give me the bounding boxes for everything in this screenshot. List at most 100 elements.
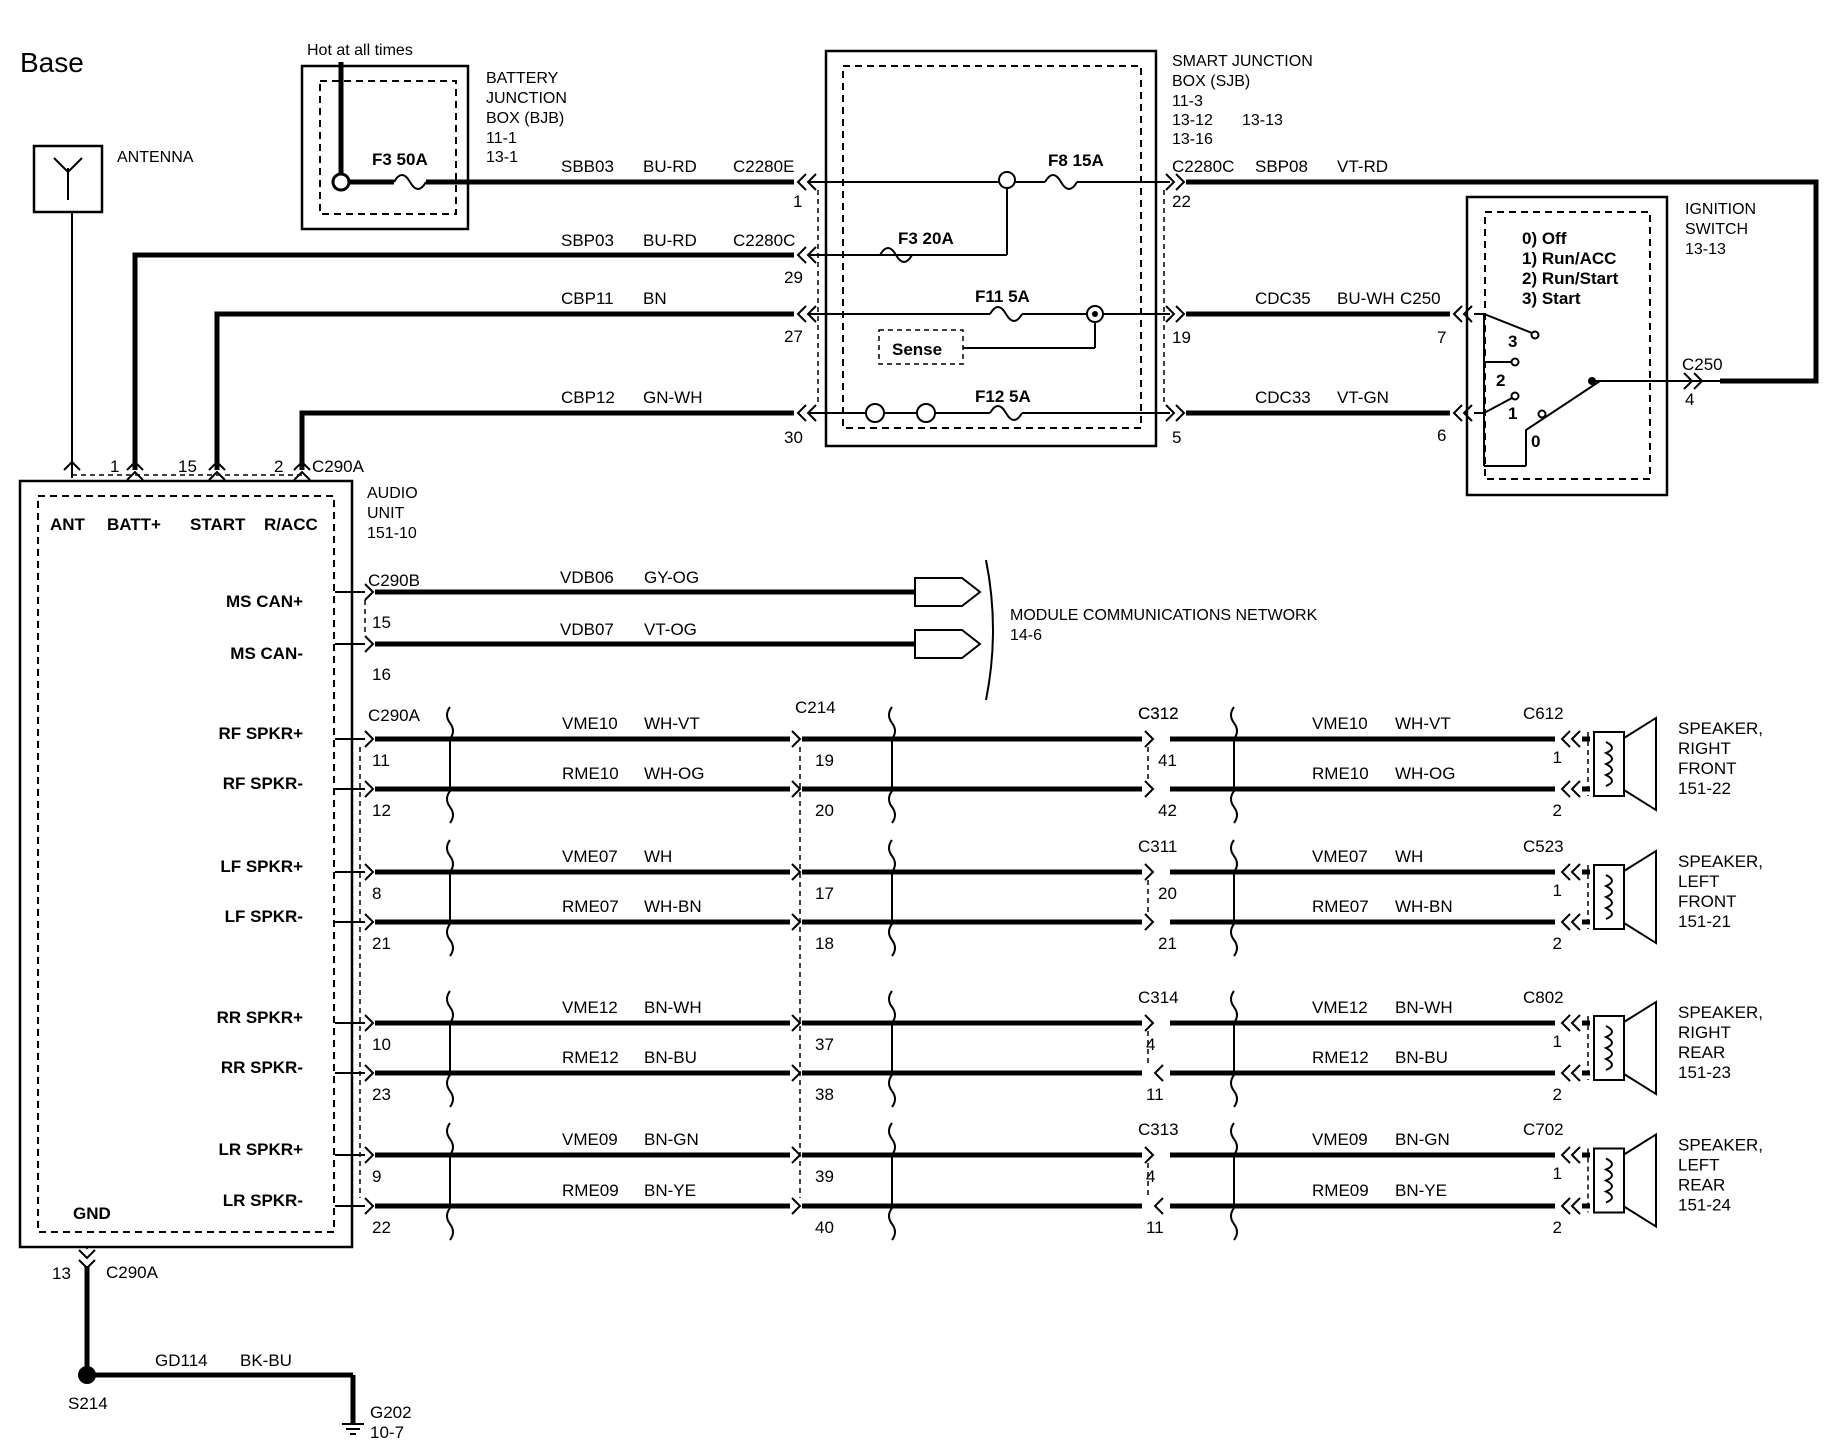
svg-text:G202: G202 — [370, 1403, 412, 1422]
speaker-icon — [1593, 1147, 1625, 1214]
fuse-bjb-f3-icon — [393, 174, 427, 190]
speaker-name-2: REAR — [1678, 1043, 1725, 1062]
speaker-name-3: 151-23 — [1678, 1063, 1731, 1082]
term-racc: R/ACC — [264, 515, 318, 534]
speaker-name-3: 151-21 — [1678, 912, 1731, 931]
pin-audio-plus: 8 — [372, 884, 381, 903]
svg-text:BN: BN — [643, 289, 667, 308]
far-connector: C313 — [1138, 1120, 1179, 1139]
connector-c290a: C290A — [368, 706, 421, 725]
sjb-name-4: 13-13 — [1242, 112, 1283, 129]
pin-far-minus: 11 — [1146, 1218, 1164, 1237]
speaker-name-2: REAR — [1678, 1176, 1725, 1195]
far-connector: C312 — [1138, 704, 1179, 723]
svg-text:19: 19 — [1172, 328, 1191, 347]
speaker-name-3: 151-22 — [1678, 779, 1731, 798]
svg-text:15: 15 — [178, 457, 197, 476]
term-rf-plus: RF SPKR+ — [218, 724, 303, 743]
circuit-plus: VME09 — [562, 1130, 618, 1149]
pin-far-plus: 41 — [1158, 751, 1177, 770]
svg-text:29: 29 — [784, 268, 803, 287]
svg-text:0: 0 — [1531, 432, 1540, 451]
wire-cbp12: CBP12 GN-WH 30 — [299, 388, 803, 470]
pin-spk-plus: 1 — [1553, 748, 1562, 767]
speaker-name-1: RIGHT — [1678, 739, 1731, 758]
pin-spk-minus: 2 — [1553, 1085, 1562, 1104]
twisted-pair-icon — [1230, 1122, 1238, 1241]
svg-text:GY-OG: GY-OG — [644, 568, 699, 587]
svg-text:SBB03: SBB03 — [561, 157, 614, 176]
svg-text:VT-OG: VT-OG — [644, 620, 697, 639]
ignition-switch: IGNITION SWITCH 13-13 0) Off 1) Run/ACC … — [1452, 195, 1756, 497]
speaker-connector: C612 — [1523, 704, 1564, 723]
twisted-pair-icon — [888, 706, 896, 824]
svg-text:S214: S214 — [68, 1394, 108, 1413]
audio-unit-name-2: 151-10 — [367, 525, 417, 542]
antenna-label: ANTENNA — [117, 149, 194, 166]
svg-text:VDB07: VDB07 — [560, 620, 614, 639]
ground-g202-icon — [342, 1423, 364, 1435]
fuse-sjb-f12-label: F12 5A — [975, 387, 1031, 406]
svg-text:C290A: C290A — [106, 1263, 159, 1282]
mcn-bracket-icon — [985, 559, 994, 701]
ignition-name-2: 13-13 — [1685, 241, 1726, 258]
term-rf-minus: RF SPKR- — [223, 774, 303, 793]
color-plus: BN-WH — [644, 998, 702, 1017]
speaker-name-3: 151-24 — [1678, 1196, 1731, 1215]
svg-text:C250: C250 — [1682, 355, 1723, 374]
pin-spk-plus: 1 — [1553, 1164, 1562, 1183]
fuse-sjb-f8-label: F8 15A — [1048, 151, 1104, 170]
svg-text:BU-RD: BU-RD — [643, 157, 697, 176]
pin-spk-plus: 1 — [1553, 1032, 1562, 1051]
svg-text:C290A: C290A — [312, 457, 365, 476]
circuit-right-minus: RME07 — [1312, 897, 1369, 916]
svg-text:CBP11: CBP11 — [561, 289, 614, 308]
svg-text:22: 22 — [1172, 192, 1191, 211]
speaker-name-0: SPEAKER, — [1678, 852, 1763, 871]
sjb-name-5: 13-16 — [1172, 131, 1213, 148]
speaker-name-0: SPEAKER, — [1678, 1003, 1763, 1022]
twisted-pair-icon — [446, 1122, 454, 1241]
color-right-minus: WH-BN — [1395, 897, 1453, 916]
svg-text:1: 1 — [110, 457, 119, 476]
wire-cdc33: CDC33 VT-GN 5 6 — [1172, 388, 1450, 447]
speaker-connector: C702 — [1523, 1120, 1564, 1139]
bjb-name-3: 11-1 — [486, 130, 517, 147]
speaker-circuit-2 — [335, 1000, 1657, 1096]
sjb-left-connectors — [796, 173, 819, 422]
pin-far-minus: 21 — [1158, 934, 1177, 953]
battery-junction-box: Hot at all times F3 50A BATTERY JUNCTION… — [300, 42, 794, 231]
wire-sbb03: SBB03 BU-RD C2280E 1 — [561, 157, 802, 211]
color-right-minus: BN-BU — [1395, 1048, 1448, 1067]
twisted-pair-icon — [1230, 839, 1238, 957]
color-plus: WH — [644, 847, 672, 866]
svg-text:10-7: 10-7 — [370, 1423, 404, 1442]
pin-audio-plus: 11 — [372, 751, 390, 770]
wire-sbp08: C2280C SBP08 VT-RD 22 — [1172, 157, 1819, 384]
pin-mid-plus: 37 — [815, 1035, 834, 1054]
ign-pos-0: 0) Off — [1522, 229, 1567, 248]
speaker-icon — [1593, 864, 1625, 930]
svg-text:BU-RD: BU-RD — [643, 231, 697, 250]
term-start: START — [190, 515, 246, 534]
pin-far-plus: 4 — [1146, 1167, 1155, 1186]
term-lf-minus: LF SPKR- — [225, 907, 303, 926]
pin-audio-minus: 23 — [372, 1085, 391, 1104]
circuit-minus: RME07 — [562, 897, 619, 916]
pin-far-minus: 42 — [1158, 801, 1177, 820]
bjb-name-0: BATTERY — [486, 70, 559, 87]
svg-text:2: 2 — [1496, 371, 1505, 390]
circuit-plus: VME12 — [562, 998, 618, 1017]
color-minus: BN-YE — [644, 1181, 696, 1200]
circuit-minus: RME12 — [562, 1048, 619, 1067]
svg-text:C2280E: C2280E — [733, 157, 794, 176]
speaker-name-0: SPEAKER, — [1678, 1136, 1763, 1155]
svg-text:15: 15 — [372, 613, 391, 632]
speaker-name-1: LEFT — [1678, 1156, 1720, 1175]
bjb-name-1: JUNCTION — [486, 90, 567, 107]
color-plus: BN-GN — [644, 1130, 699, 1149]
audio-unit-name-0: AUDIO — [367, 485, 418, 502]
twisted-pair-icon — [446, 706, 454, 824]
pin-mid-minus: 38 — [815, 1085, 834, 1104]
